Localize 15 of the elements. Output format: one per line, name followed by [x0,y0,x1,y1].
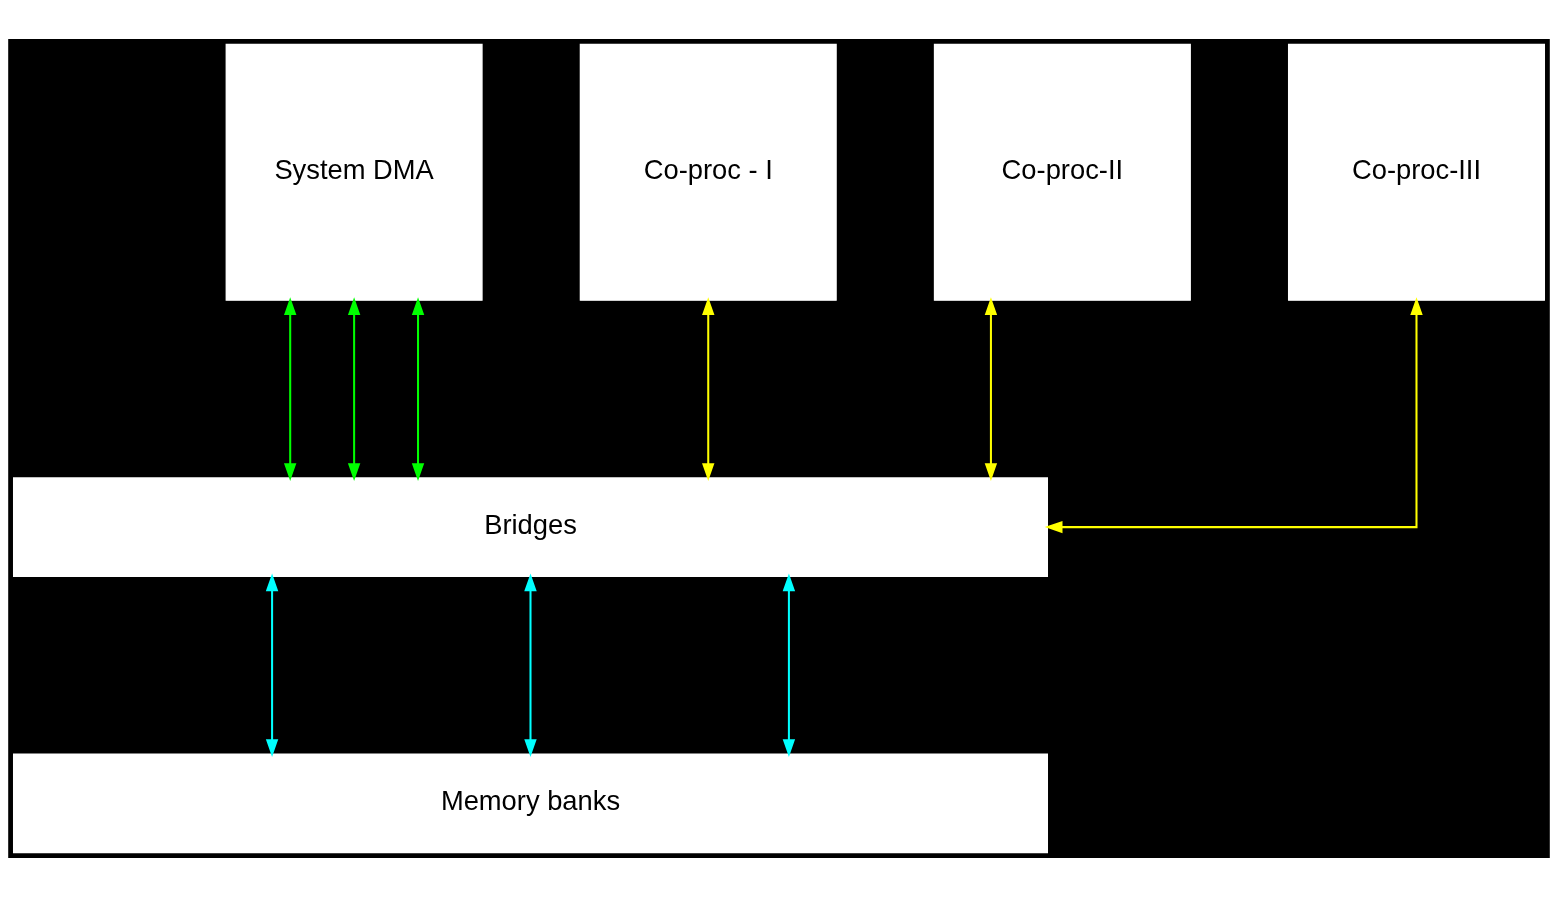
node-box: Bridges [13,477,1048,578]
arrow [283,297,297,481]
node-box: Co-proc-II [933,43,1191,301]
node-box: System DMA [225,43,483,301]
node-box: Co-proc - I [579,43,837,301]
arrow [411,297,425,481]
arrow [1044,297,1423,534]
arrow [347,297,361,481]
node-box: Memory banks [13,753,1048,854]
arrow [265,573,279,757]
arrow [984,297,998,481]
node-box: Co-proc-III [1287,43,1545,301]
arrow [782,573,796,757]
arrow [524,573,537,757]
arrow [702,297,715,481]
